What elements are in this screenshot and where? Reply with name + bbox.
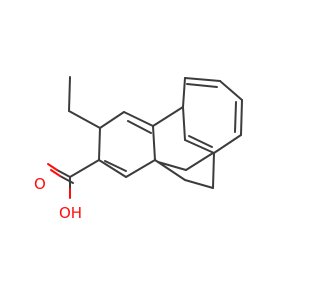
bond bbox=[213, 134, 242, 154]
bond bbox=[56, 169, 71, 178]
carboxyl-group bbox=[47, 159, 100, 199]
bond bbox=[240, 99, 243, 136]
bond bbox=[99, 111, 125, 129]
ethyl-group bbox=[68, 76, 101, 129]
bond bbox=[234, 101, 237, 133]
bond bbox=[182, 77, 186, 108]
bond bbox=[154, 159, 186, 181]
bond bbox=[68, 76, 71, 112]
bond bbox=[98, 127, 101, 161]
structure-diagram: O OH bbox=[34, 76, 243, 222]
ring-b bbox=[152, 106, 215, 189]
bond bbox=[184, 139, 215, 154]
bond bbox=[186, 83, 218, 88]
bond bbox=[50, 169, 61, 177]
bond bbox=[123, 111, 154, 127]
ring-c bbox=[98, 111, 156, 178]
bond bbox=[188, 135, 213, 148]
bond bbox=[125, 159, 156, 178]
bond bbox=[212, 152, 215, 189]
bond bbox=[157, 161, 187, 171]
bond bbox=[184, 77, 221, 82]
bond bbox=[104, 160, 127, 172]
bond bbox=[152, 106, 184, 127]
bond bbox=[184, 179, 214, 189]
bond bbox=[98, 159, 127, 178]
carbonyl-oxygen-label: O bbox=[34, 175, 46, 193]
bond bbox=[185, 152, 214, 171]
bond bbox=[47, 163, 58, 171]
bond bbox=[69, 159, 100, 178]
hydroxyl-label: OH bbox=[59, 204, 82, 222]
bond bbox=[152, 125, 156, 161]
bond bbox=[127, 120, 152, 134]
bond bbox=[182, 106, 186, 141]
bond bbox=[219, 80, 243, 101]
ring-a bbox=[182, 77, 243, 154]
bond bbox=[68, 110, 101, 129]
